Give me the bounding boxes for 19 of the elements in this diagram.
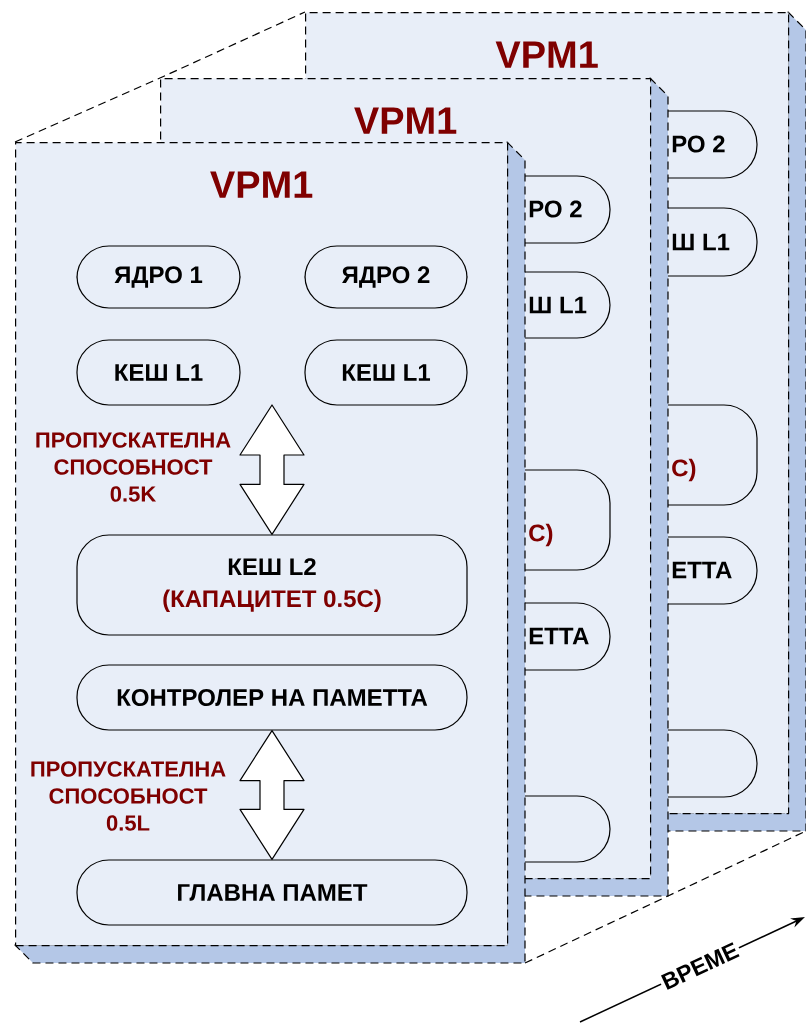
rounded-box: ЯДРО 2 — [304, 245, 468, 309]
rounded-box: РО 2 — [524, 175, 611, 244]
rounded-box: C) — [667, 404, 758, 506]
rounded-box: РО 2 — [667, 110, 758, 179]
rounded-box: КЕШ L1 — [76, 339, 241, 406]
rounded-box: КЕШ L2 (КАПАЦИТЕТ 0.5C) — [76, 534, 468, 636]
rounded-box: C) — [524, 469, 611, 571]
rounded-box — [667, 729, 758, 798]
rounded-box: Ш L1 — [667, 207, 758, 277]
rounded-box: ЕТТА — [524, 602, 611, 671]
rounded-box — [524, 795, 611, 863]
rounded-box: ЯДРО 1 — [76, 245, 241, 309]
rounded-box: КОНТРОЛЕР НА ПАМЕТТА — [76, 664, 468, 731]
rounded-box: КЕШ L1 — [304, 339, 468, 406]
double-arrow — [239, 730, 305, 860]
rounded-box: Ш L1 — [524, 271, 611, 339]
rounded-box: ЕТТА — [667, 536, 758, 605]
rounded-box: ГЛАВНА ПАМЕТ — [76, 859, 468, 926]
double-arrow — [239, 404, 305, 535]
